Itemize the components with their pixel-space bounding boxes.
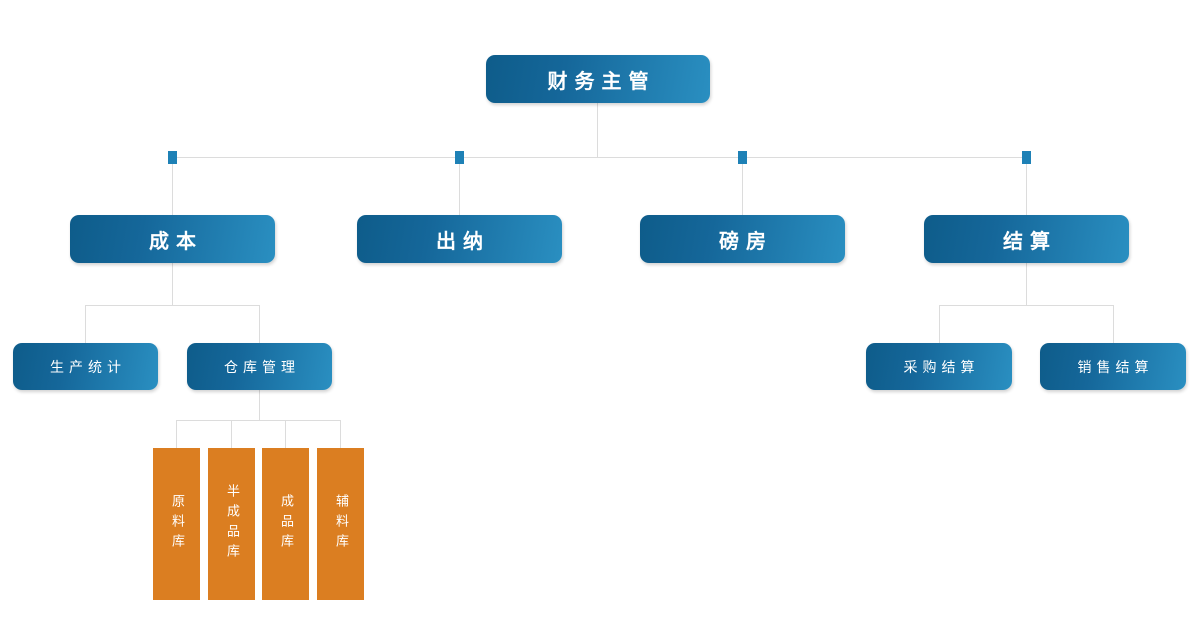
connector-drop-semi-finished [231, 420, 232, 448]
connector-drop-auxiliary-material [340, 420, 341, 448]
node-raw-material-warehouse: 原料库 [153, 448, 200, 600]
node-finished-goods-warehouse-label: 成品库 [278, 494, 293, 554]
node-finance-director: 财务主管 [486, 55, 710, 103]
node-warehouse-mgmt: 仓库管理 [187, 343, 332, 390]
node-purchase-settlement-label: 采购结算 [903, 359, 980, 376]
connector-drop-settlement [1026, 157, 1027, 215]
connector-drop-sales-settlement [1113, 305, 1114, 343]
connector-warehouse-down [259, 390, 260, 420]
node-cashier: 出纳 [357, 215, 562, 263]
junction-marker-weighbridge [738, 151, 747, 164]
node-sales-settlement-label: 销售结算 [1077, 359, 1154, 376]
node-auxiliary-material-warehouse-label: 辅料库 [333, 494, 348, 554]
node-sales-settlement: 销售结算 [1040, 343, 1186, 390]
connector-settlement-horizontal [939, 305, 1114, 306]
node-cost: 成本 [70, 215, 275, 263]
node-warehouse-mgmt-label: 仓库管理 [224, 359, 300, 376]
node-weighbridge: 磅房 [640, 215, 845, 263]
connector-drop-cost [172, 157, 173, 215]
junction-marker-cashier [455, 151, 464, 164]
node-semi-finished-warehouse: 半成品库 [208, 448, 255, 600]
connector-settlement-down [1026, 263, 1027, 305]
connector-warehouse-horizontal [176, 420, 341, 421]
node-settlement-label: 结算 [1003, 228, 1057, 253]
connector-drop-production-stats [85, 305, 86, 343]
connector-drop-raw-material [176, 420, 177, 448]
junction-marker-cost [168, 151, 177, 164]
node-production-stats-label: 生产统计 [50, 359, 126, 376]
connector-main-horizontal [172, 157, 1027, 158]
node-auxiliary-material-warehouse: 辅料库 [317, 448, 364, 600]
connector-drop-warehouse-mgmt [259, 305, 260, 343]
connector-cost-horizontal [85, 305, 260, 306]
connector-root-vertical [597, 103, 598, 157]
connector-drop-cashier [459, 157, 460, 215]
node-settlement: 结算 [924, 215, 1129, 263]
connector-cost-down [172, 263, 173, 305]
node-cashier-label: 出纳 [436, 228, 490, 253]
node-finished-goods-warehouse: 成品库 [262, 448, 309, 600]
connector-drop-weighbridge [742, 157, 743, 215]
node-semi-finished-warehouse-label: 半成品库 [224, 484, 239, 564]
node-finance-director-label: 财务主管 [547, 68, 656, 93]
node-weighbridge-label: 磅房 [719, 228, 773, 253]
node-purchase-settlement: 采购结算 [866, 343, 1012, 390]
junction-marker-settlement [1022, 151, 1031, 164]
connector-drop-purchase-settlement [939, 305, 940, 343]
node-cost-label: 成本 [149, 228, 203, 253]
node-raw-material-warehouse-label: 原料库 [169, 494, 184, 554]
node-production-stats: 生产统计 [13, 343, 158, 390]
connector-drop-finished-goods [285, 420, 286, 448]
